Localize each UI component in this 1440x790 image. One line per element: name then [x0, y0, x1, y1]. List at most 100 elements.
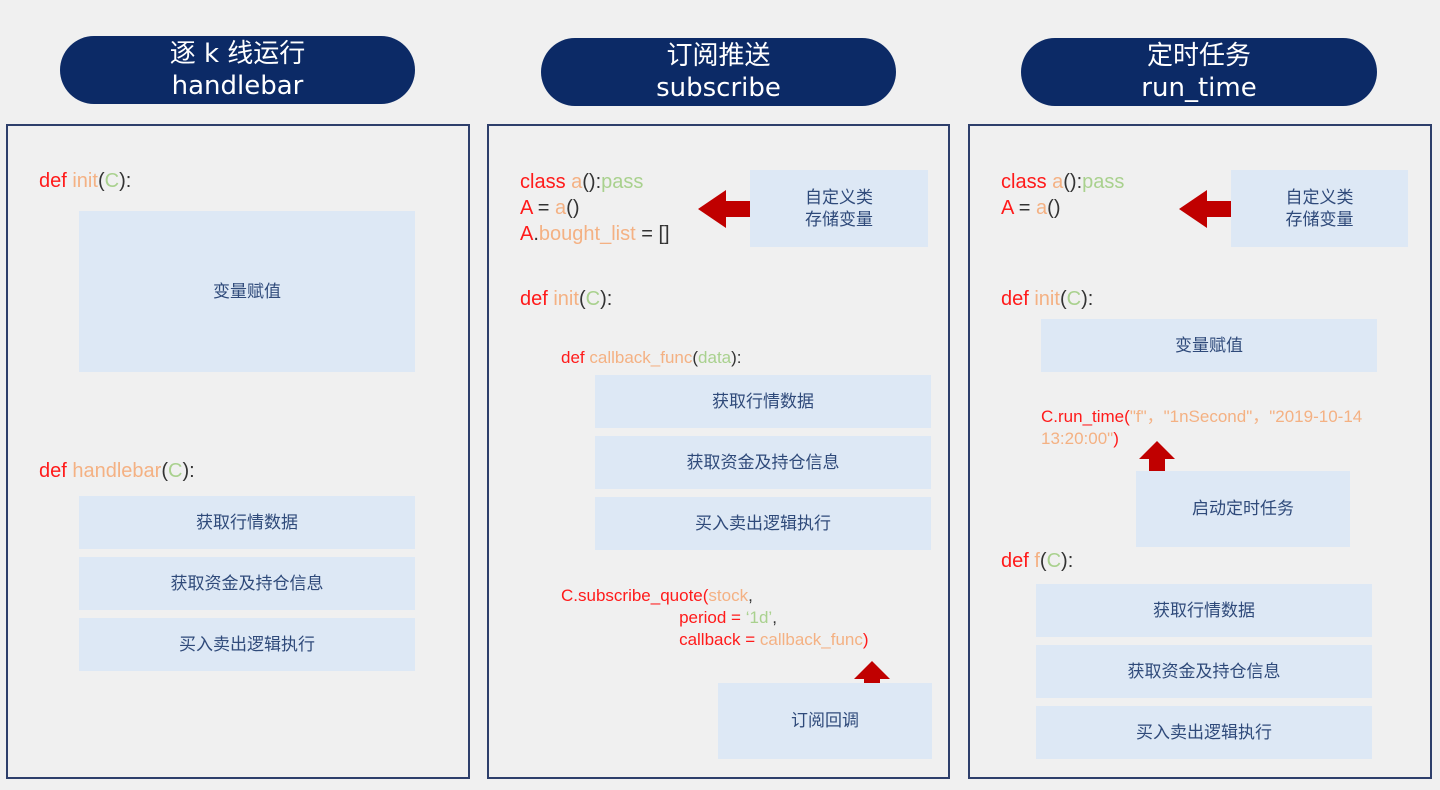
- arrow-left-icon: [698, 190, 772, 228]
- code-line: def handlebar(C):: [39, 458, 195, 484]
- code-line: callback = callback_func): [561, 629, 869, 651]
- code-line: class a():pass: [1001, 169, 1124, 195]
- header-subscribe: 订阅推送 subscribe: [541, 38, 896, 106]
- code-token: (: [1039, 550, 1047, 572]
- box-get-funds: 获取资金及持仓信息: [79, 557, 415, 610]
- box-custom-class: 自定义类 存储变量: [1231, 170, 1408, 247]
- code-line: def f(C):: [1001, 548, 1073, 574]
- code-def-init: def init(C):: [520, 286, 612, 312]
- code-token: f: [1034, 550, 1040, 572]
- code-def-init: def init(C):: [1001, 286, 1093, 312]
- panel-run-time: [968, 124, 1432, 779]
- code-token: ):: [1081, 288, 1094, 310]
- code-token: def: [1001, 550, 1035, 572]
- header-handlebar: 逐 k 线运行 handlebar: [60, 36, 415, 104]
- code-token: class: [1001, 171, 1053, 193]
- code-token: (: [692, 348, 699, 367]
- code-token: pass: [1082, 171, 1125, 193]
- code-token: =: [532, 197, 556, 219]
- box-trade-logic: 买入卖出逻辑执行: [1036, 706, 1372, 759]
- code-token: a: [571, 171, 583, 193]
- code-token: .: [533, 223, 539, 245]
- code-token: (): [1047, 197, 1061, 219]
- code-token: data: [698, 348, 732, 367]
- box-custom-class: 自定义类 存储变量: [750, 170, 928, 247]
- code-token: class: [520, 171, 572, 193]
- code-token: ‘1d’: [745, 608, 773, 627]
- header-title-cn: 定时任务: [1146, 41, 1251, 71]
- arrow-up-icon: [854, 661, 890, 701]
- code-def-callback: def callback_func(data):: [561, 347, 742, 369]
- code-token: def: [39, 170, 73, 192]
- code-line: C.run_time("f"，"1nSecond"，"2019-10-14: [1041, 406, 1362, 428]
- box-subscribe-callback: 订阅回调: [718, 683, 932, 759]
- code-line: A = a(): [1001, 195, 1124, 221]
- code-token: C: [1066, 288, 1082, 310]
- code-token: A: [1001, 197, 1014, 219]
- code-subscribe-quote: C.subscribe_quote(stock, period = ‘1d’, …: [561, 585, 869, 651]
- header-title-en: run_time: [1141, 73, 1257, 103]
- box-get-quotes: 获取行情数据: [595, 375, 931, 428]
- box-get-quotes: 获取行情数据: [79, 496, 415, 549]
- code-token: def: [561, 348, 590, 367]
- code-token: C.subscribe_quote(: [561, 586, 709, 605]
- code-token: (: [97, 170, 105, 192]
- code-token: init: [553, 288, 579, 310]
- code-token: ):: [182, 460, 195, 482]
- code-token: ): [1113, 429, 1119, 448]
- code-token: def: [520, 288, 554, 310]
- code-token: (: [578, 288, 586, 310]
- code-line: def init(C):: [39, 168, 131, 194]
- code-token: C.run_time(: [1041, 407, 1130, 426]
- code-token: handlebar: [72, 460, 162, 482]
- code-token: period =: [561, 608, 746, 627]
- code-token: C: [585, 288, 601, 310]
- code-line: def init(C):: [520, 286, 612, 312]
- box-get-quotes: 获取行情数据: [1036, 584, 1372, 637]
- code-token: (: [161, 460, 168, 482]
- code-token: a: [555, 197, 567, 219]
- box-trade-logic: 买入卖出逻辑执行: [79, 618, 415, 671]
- code-token: bought_list: [538, 223, 636, 245]
- box-trade-logic: 买入卖出逻辑执行: [595, 497, 931, 550]
- code-token: init: [1034, 288, 1060, 310]
- code-line: C.subscribe_quote(stock,: [561, 585, 869, 607]
- code-token: a: [1036, 197, 1048, 219]
- code-line: period = ‘1d’,: [561, 607, 869, 629]
- code-token: ): [862, 630, 869, 649]
- code-token: ):: [1061, 550, 1074, 572]
- code-token: a: [1052, 171, 1064, 193]
- code-token: C: [104, 170, 120, 192]
- arrow-left-icon: [1179, 190, 1253, 228]
- code-line: A.bought_list = []: [520, 221, 670, 247]
- code-token: ):: [119, 170, 132, 192]
- code-line: def callback_func(data):: [561, 347, 742, 369]
- code-line: 13:20:00"): [1041, 428, 1362, 450]
- box-variable-assign: 变量赋值: [1041, 319, 1377, 372]
- code-token: callback_func: [759, 630, 863, 649]
- code-line: A = a(): [520, 195, 670, 221]
- code-def-f: def f(C):: [1001, 548, 1073, 574]
- header-title-en: handlebar: [171, 71, 304, 101]
- header-title-en: subscribe: [656, 73, 781, 103]
- box-get-funds: 获取资金及持仓信息: [1036, 645, 1372, 698]
- code-token: def: [39, 460, 73, 482]
- code-token: pass: [601, 171, 644, 193]
- code-token: ,: [748, 586, 753, 605]
- code-token: A: [520, 223, 534, 245]
- code-token: ):: [600, 288, 613, 310]
- code-token: C: [168, 460, 183, 482]
- code-def-init: def init(C):: [39, 168, 131, 194]
- code-token: (: [1059, 288, 1067, 310]
- code-token: ):: [731, 348, 742, 367]
- header-title-cn: 逐 k 线运行: [169, 39, 306, 69]
- code-token: 13:20:00": [1041, 429, 1114, 448]
- code-token: ,: [772, 608, 777, 627]
- arrow-up-icon: [1139, 441, 1175, 481]
- code-token: A: [520, 197, 533, 219]
- panel-subscribe: [487, 124, 950, 779]
- code-token: init: [72, 170, 98, 192]
